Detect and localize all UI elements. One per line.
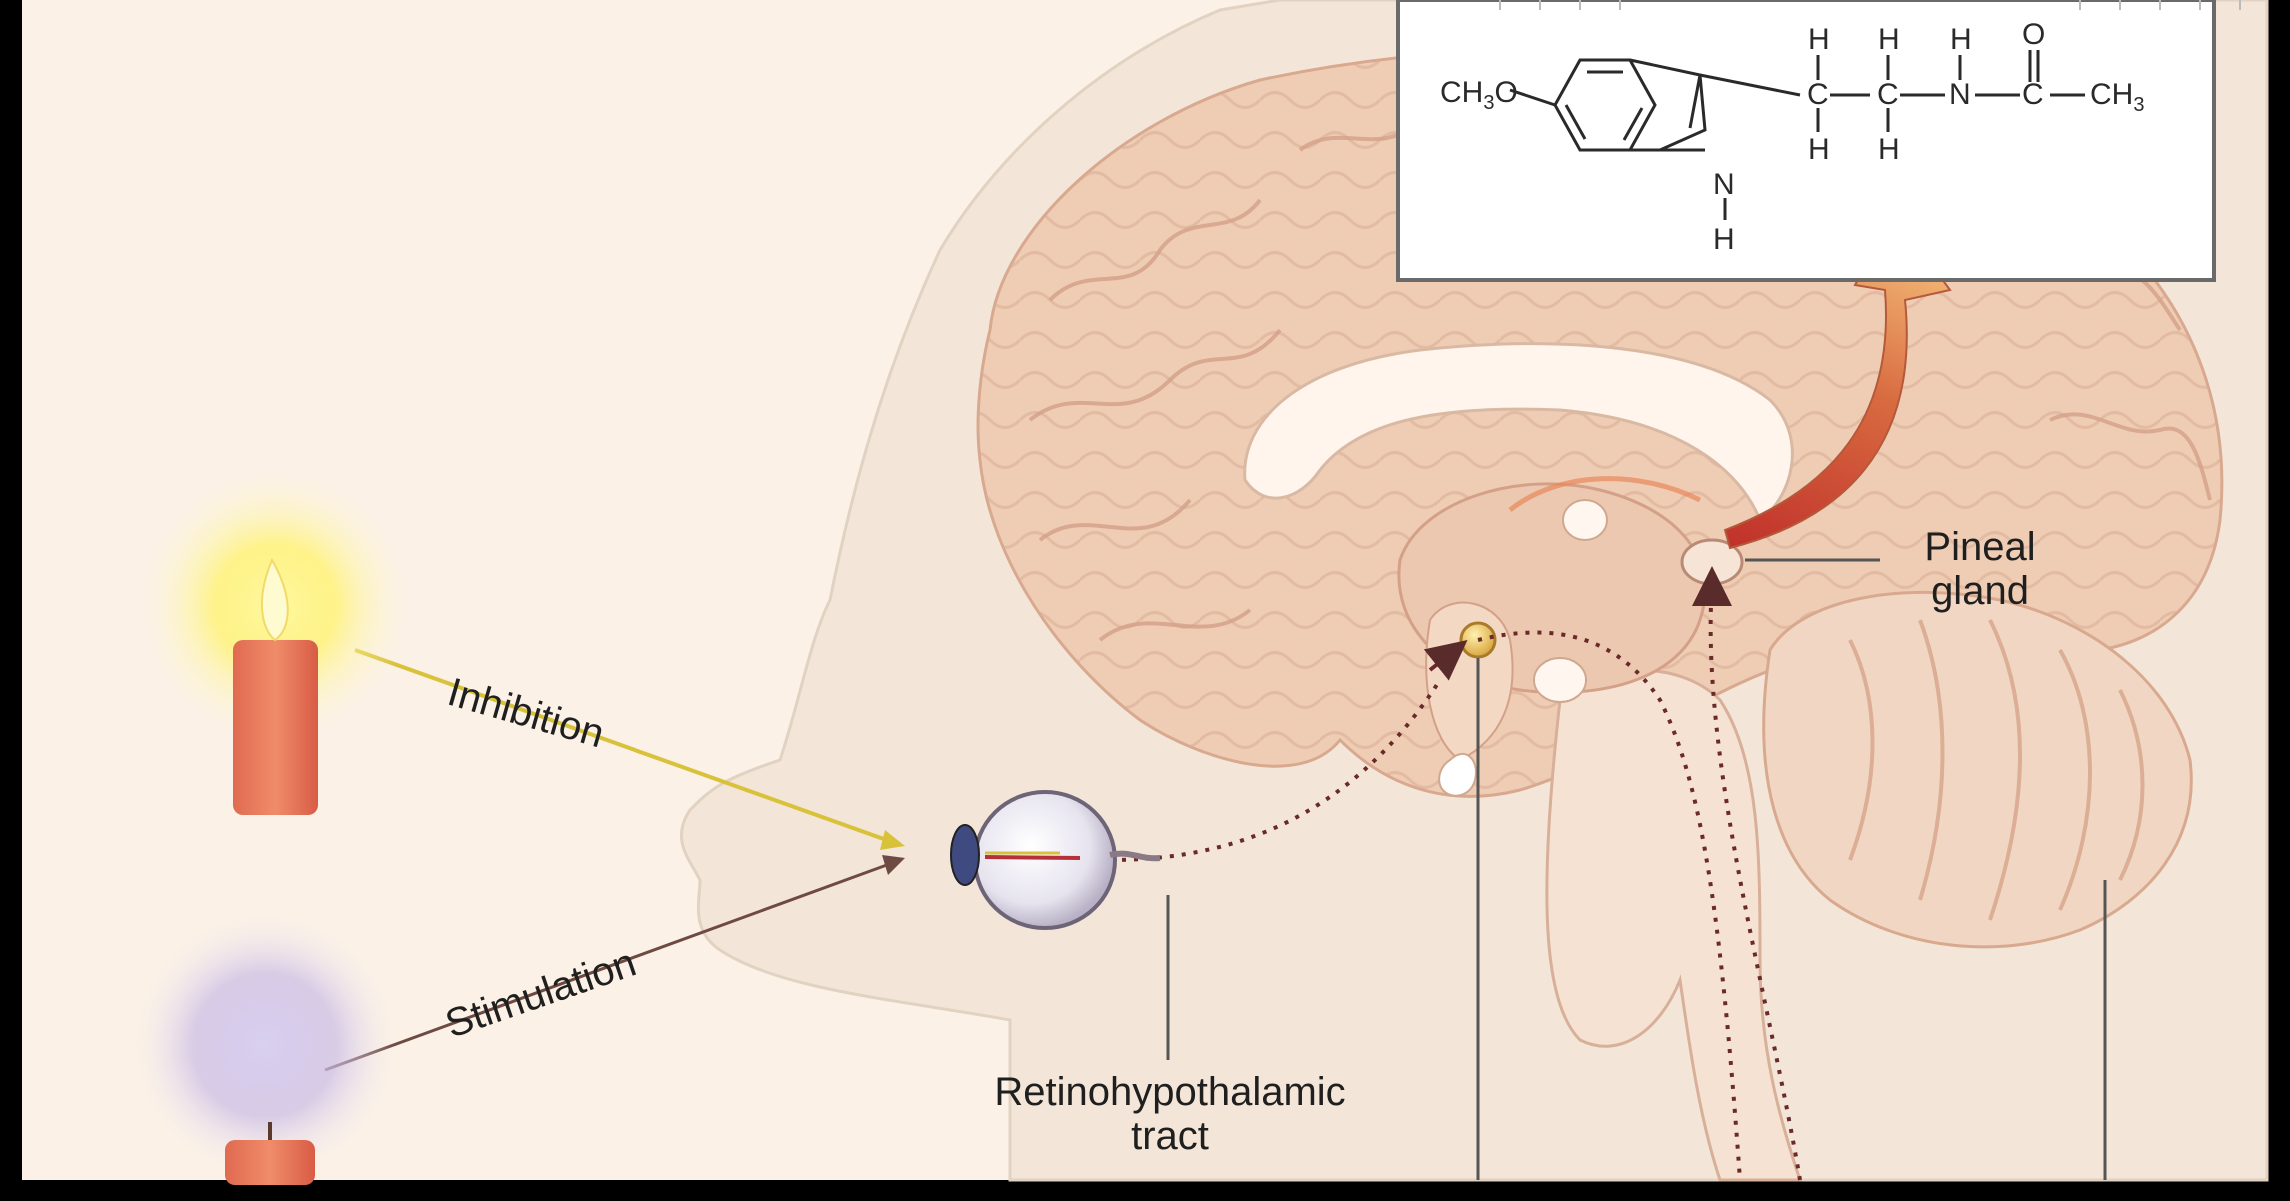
- violet-glow: [135, 915, 395, 1175]
- h-top-3: H: [1950, 25, 1972, 55]
- candle-bottom: [225, 1140, 315, 1185]
- h-bottom-1: H: [1808, 135, 1830, 165]
- anterior-commissure: [1563, 500, 1607, 540]
- pineal-line1: Pineal: [1895, 525, 2065, 569]
- ray-inside-eye: [985, 857, 1080, 858]
- frame-bottom: [0, 1180, 2290, 1196]
- n-amide: N: [1949, 80, 1971, 110]
- o-carbonyl: O: [2022, 20, 2045, 50]
- methoxy-prefix: CH: [1440, 76, 1483, 109]
- mammillary-body: [1534, 658, 1586, 702]
- indole-nitrogen: N: [1713, 170, 1735, 200]
- methoxy-suffix: O: [1494, 76, 1517, 109]
- c-2: C: [1877, 80, 1899, 110]
- pineal-gland-label: Pineal gland: [1895, 525, 2065, 613]
- frame-left: [0, 0, 22, 1196]
- retinohypothalamic-line2: tract: [960, 1114, 1380, 1158]
- retinohypothalamic-line1: Retinohypothalamic: [960, 1070, 1380, 1114]
- pineal-line2: gland: [1895, 569, 2065, 613]
- frame-right: [2267, 0, 2290, 1196]
- h-bottom-2: H: [1878, 135, 1900, 165]
- methyl-group: CH3: [2090, 80, 2144, 120]
- candle-top: [233, 640, 318, 815]
- retinohypothalamic-tract-label: Retinohypothalamic tract: [960, 1070, 1380, 1158]
- c-carbonyl: C: [2022, 80, 2044, 110]
- h-top-1: H: [1808, 25, 1830, 55]
- indole-hydrogen: H: [1713, 225, 1735, 255]
- methoxy-group: CH3O: [1440, 78, 1518, 118]
- c-1: C: [1807, 80, 1829, 110]
- melatonin-structure-box: [1398, 0, 2214, 280]
- h-top-2: H: [1878, 25, 1900, 55]
- methoxy-sub: 3: [1483, 92, 1494, 114]
